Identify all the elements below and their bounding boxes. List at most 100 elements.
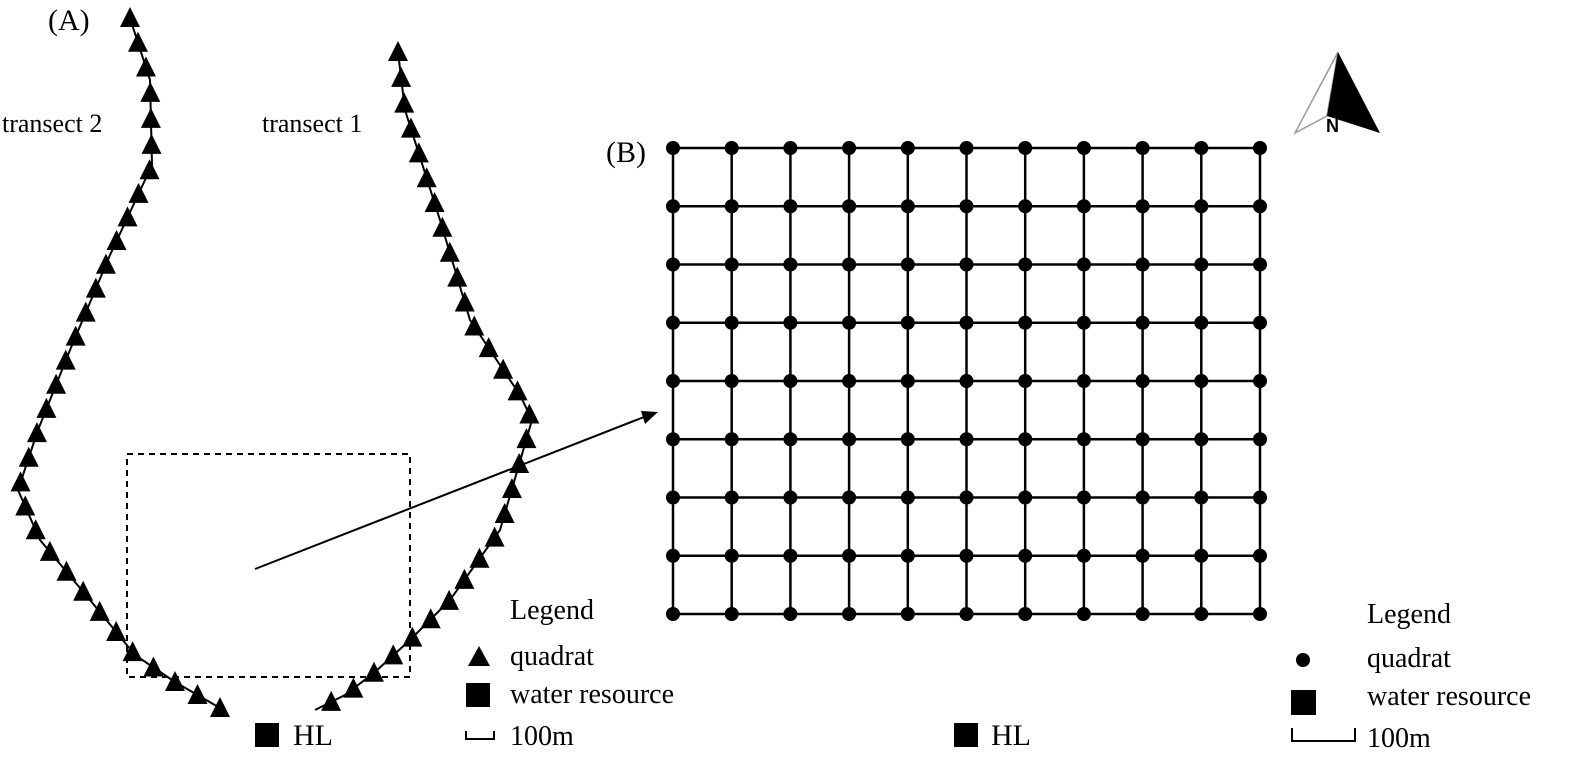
grid-quadrat-marker	[783, 257, 798, 272]
site-label-a: HL	[293, 719, 333, 752]
transect-1-quadrat-marker	[408, 142, 429, 163]
transect-2-quadrat-marker	[89, 600, 110, 621]
transect-2-quadrat-marker	[36, 397, 57, 418]
zoom-box	[126, 453, 411, 678]
grid-quadrat-marker	[1135, 548, 1150, 563]
grid-quadrat-marker	[1194, 315, 1209, 330]
transect-lines	[10, 7, 540, 717]
grid-quadrat-marker	[900, 432, 915, 447]
grid-quadrat-marker	[900, 199, 915, 214]
transect-1-quadrat-marker	[501, 478, 522, 499]
grid-quadrat-marker	[724, 315, 739, 330]
transect-1-quadrat-marker	[363, 661, 384, 682]
transect-1-quadrat-marker	[400, 117, 421, 138]
grid-quadrat-marker	[959, 374, 974, 388]
grid-quadrat-marker	[783, 141, 798, 155]
scale-bar-a	[465, 731, 495, 740]
grid-quadrat-marker	[959, 315, 974, 330]
legend-a-quadrat-label: quadrat	[510, 641, 594, 672]
transect-2-quadrat-marker	[55, 349, 76, 370]
grid-quadrat-marker	[1194, 199, 1209, 214]
panel-a-label: (A)	[48, 4, 90, 37]
grid-quadrat-marker	[666, 315, 680, 330]
circle-icon	[1296, 653, 1310, 667]
transect-2-quadrat-marker	[135, 56, 156, 77]
legend-a-title: Legend	[510, 595, 594, 626]
transect-1-quadrat-marker	[321, 690, 342, 711]
grid-quadrat-marker	[842, 374, 857, 388]
grid-quadrat-marker	[1076, 199, 1091, 214]
transect-2-quadrat-marker	[85, 277, 106, 298]
grid-quadrat-marker	[1018, 432, 1033, 447]
transect-1-quadrat-marker	[391, 66, 412, 87]
north-label: N	[1326, 116, 1339, 136]
transect-2-quadrat-marker	[15, 495, 36, 516]
transect-1-quadrat-marker	[493, 358, 514, 379]
legend-b-water-label: water resource	[1367, 681, 1531, 712]
transect-2-quadrat-marker	[128, 182, 149, 203]
grid-quadrat-marker	[959, 141, 974, 155]
grid-quadrat-marker	[900, 315, 915, 330]
transect-2-quadrat-marker	[18, 446, 39, 467]
transect-1-quadrat-marker	[519, 403, 540, 424]
transect-1-quadrat-marker	[424, 191, 445, 212]
water-resource-marker-a	[255, 723, 279, 747]
grid-quadrat-marker	[666, 432, 680, 447]
grid-quadrat-marker	[1076, 432, 1091, 447]
grid-quadrat-marker	[724, 141, 739, 155]
grid-quadrat-marker	[900, 607, 915, 621]
transect-2-quadrat-marker	[140, 107, 161, 128]
transect-2-quadrat-marker	[26, 422, 47, 443]
transect-1-path	[314, 51, 534, 711]
grid-quadrat-marker	[1194, 141, 1209, 155]
transect-2-quadrat-marker	[106, 229, 127, 250]
transect-2-quadrat-marker	[56, 560, 77, 581]
transect-2-quadrat-marker	[164, 670, 185, 691]
transect-2-quadrat-marker	[143, 656, 164, 677]
grid-quadrat-marker	[724, 490, 739, 505]
grid-quadrat-marker	[783, 374, 798, 388]
grid-quadrat-marker	[666, 199, 680, 214]
grid-quadrat-marker	[666, 490, 680, 505]
transect-2-quadrat-marker	[120, 7, 140, 27]
grid-quadrat-marker	[1076, 141, 1091, 155]
transect-2-quadrat-marker	[122, 641, 143, 662]
grid-quadrat-marker	[1253, 141, 1267, 155]
transect-2-quadrat-marker	[127, 31, 148, 52]
transect-1-quadrat-marker	[454, 291, 475, 312]
grid-quadrat-marker	[783, 607, 798, 621]
transect-2-quadrat-marker	[210, 697, 230, 717]
grid-quadrat-marker	[1076, 257, 1091, 272]
grid-quadrat-marker	[1253, 315, 1267, 330]
grid-quadrat-marker	[1018, 548, 1033, 563]
legend-b-quadrat-label: quadrat	[1367, 643, 1451, 674]
grid-quadrat-marker	[783, 490, 798, 505]
grid-quadrat-marker	[900, 257, 915, 272]
transect-1-quadrat-marker	[454, 568, 475, 589]
grid-quadrat-marker	[842, 432, 857, 447]
grid-quadrat-marker	[842, 607, 857, 621]
panel-b: (B) HL Legend quadrat water resource 100…	[606, 136, 1531, 754]
transect-2-quadrat-marker	[75, 301, 96, 322]
grid-quadrat-marker	[666, 374, 680, 388]
grid-quadrat-marker	[724, 374, 739, 388]
quadrat-grid	[666, 141, 1267, 621]
grid-quadrat-marker	[842, 141, 857, 155]
square-icon	[466, 683, 490, 707]
grid-quadrat-marker	[724, 432, 739, 447]
transect-2-quadrat-marker	[46, 373, 67, 394]
transect-1-quadrat-marker	[394, 92, 415, 113]
zoom-arrow	[254, 411, 658, 570]
grid-quadrat-marker	[1135, 432, 1150, 447]
transect-1-quadrat-marker	[432, 216, 453, 237]
grid-quadrat-marker	[1135, 257, 1150, 272]
grid-quadrat-marker	[1253, 548, 1267, 563]
transect-1-quadrat-marker	[494, 502, 515, 523]
scale-bar-b	[1291, 728, 1356, 742]
grid-quadrat-marker	[666, 607, 680, 621]
legend-b: Legend quadrat water resource 100m	[1291, 599, 1531, 754]
transect-2-quadrat-marker	[65, 325, 86, 346]
transect-2-quadrat-marker	[106, 620, 127, 641]
grid-quadrat-marker	[1253, 490, 1267, 505]
grid-quadrat-marker	[1253, 607, 1267, 621]
